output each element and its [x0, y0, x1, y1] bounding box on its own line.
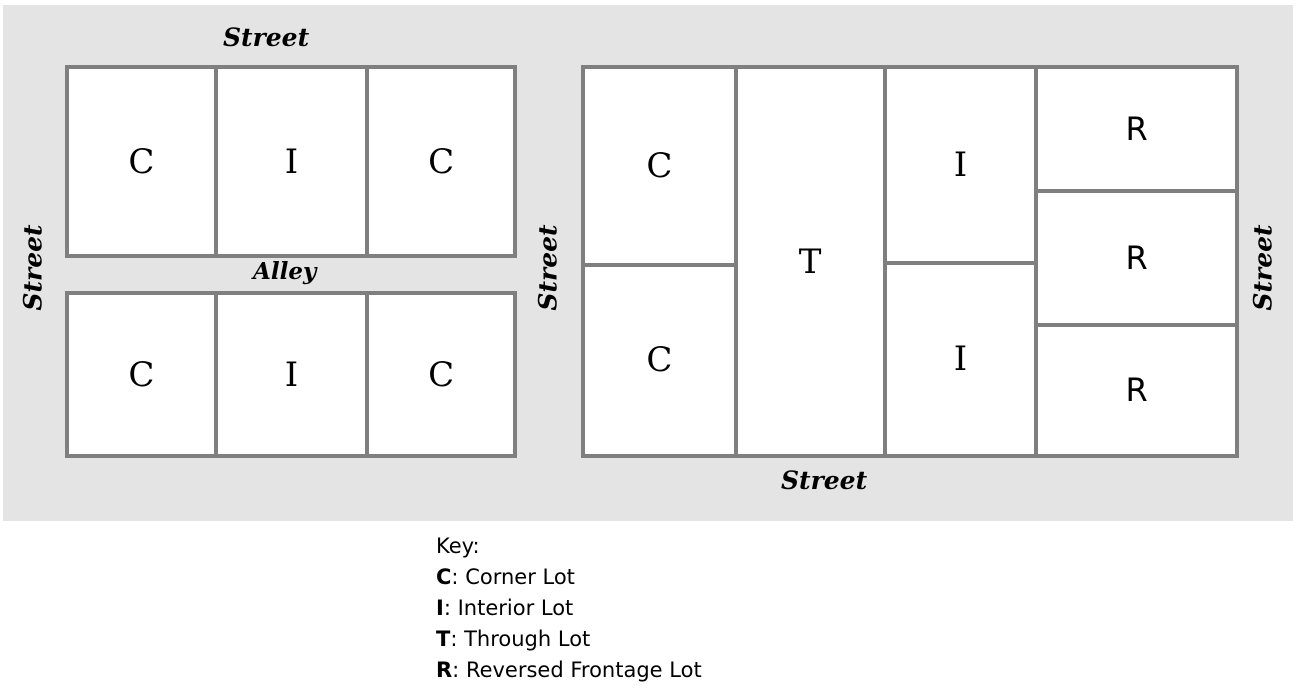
left-block-bottom: C I C [65, 291, 517, 458]
key-entry-through: T: Through Lot [436, 624, 702, 655]
key-entry-corner: C: Corner Lot [436, 562, 702, 593]
key-separator: : [443, 596, 458, 620]
key-legend: Key: C: Corner Lot I: Interior Lot T: Th… [436, 531, 702, 686]
key-label-corner: Corner Lot [465, 565, 575, 589]
lot-corner[interactable]: C [365, 69, 513, 254]
alley-label: Alley [253, 258, 317, 285]
lot-corner[interactable]: C [585, 69, 734, 263]
right-block-column-through: T [733, 69, 883, 454]
key-separator: : [451, 565, 466, 589]
key-symbol-i: I [436, 596, 444, 620]
key-entry-reversed: R: Reversed Frontage Lot [436, 655, 702, 686]
lot-reversed-frontage[interactable]: R [1038, 69, 1235, 190]
key-separator: : [452, 658, 466, 682]
lot-interior[interactable]: I [886, 260, 1035, 454]
street-label-right: Street [1248, 224, 1278, 311]
right-block: C C T I I R R R [581, 65, 1239, 458]
lot-corner[interactable]: C [69, 295, 214, 454]
diagram-panel: Street Street Street Street Street Alley… [3, 5, 1293, 521]
street-label-bottom: Street [781, 466, 868, 495]
lot-reversed-frontage[interactable]: R [1038, 189, 1235, 323]
street-label-top: Street [223, 23, 310, 52]
lot-through[interactable]: T [737, 69, 883, 454]
key-symbol-r: R [436, 658, 453, 682]
lot-corner[interactable]: C [69, 69, 214, 254]
key-symbol-t: T [436, 627, 451, 651]
lot-interior[interactable]: I [213, 69, 366, 254]
key-separator: : [450, 627, 465, 651]
lot-reversed-frontage[interactable]: R [1038, 322, 1235, 454]
street-label-left: Street [18, 224, 48, 311]
key-label-interior: Interior Lot [457, 596, 574, 620]
key-label-reversed: Reversed Frontage Lot [465, 658, 702, 682]
right-block-column-corner: C C [585, 69, 734, 454]
lot-interior[interactable]: I [213, 295, 366, 454]
street-label-middle: Street [533, 224, 563, 311]
key-title: Key: [436, 534, 480, 558]
key-symbol-c: C [436, 565, 452, 589]
lot-corner[interactable]: C [585, 262, 734, 454]
right-block-column-interior: I I [882, 69, 1035, 454]
key-label-through: Through Lot [464, 627, 591, 651]
lot-interior[interactable]: I [886, 69, 1035, 261]
right-block-column-reversed: R R R [1034, 69, 1235, 454]
left-block-top: C I C [65, 65, 517, 258]
key-entry-interior: I: Interior Lot [436, 593, 702, 624]
lot-corner[interactable]: C [365, 295, 513, 454]
